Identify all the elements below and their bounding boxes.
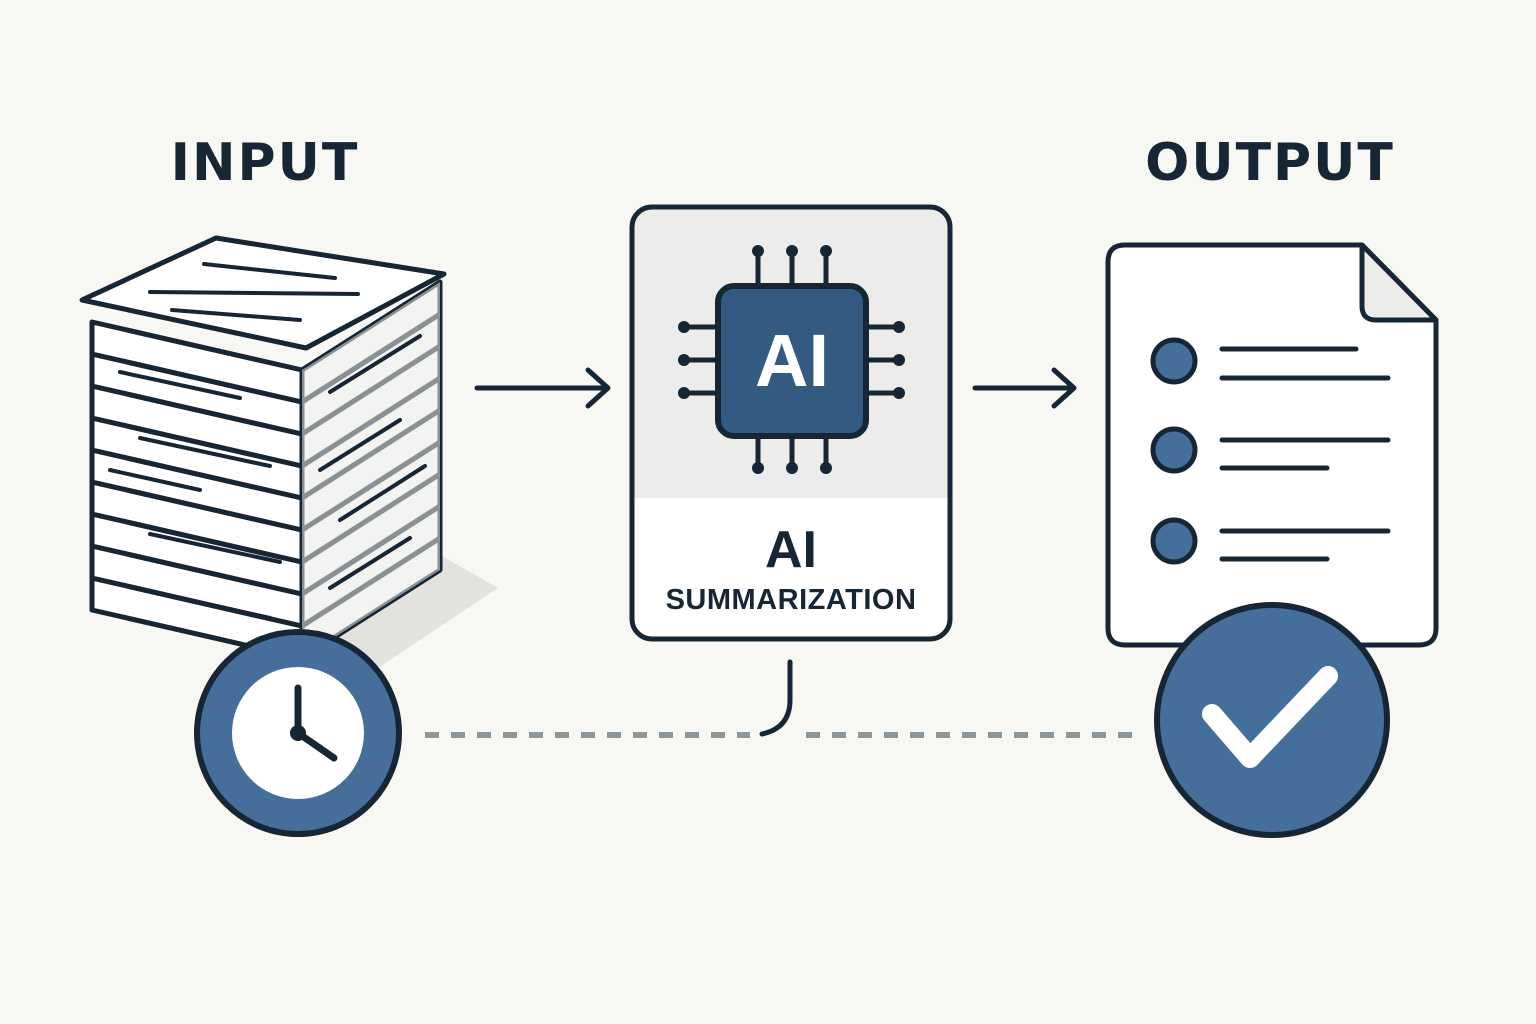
- top-sheet-text-lines: [148, 262, 360, 322]
- ai-chip-icon: [678, 245, 905, 474]
- arrow-right-icon: [474, 367, 611, 409]
- bullet-points: [1150, 337, 1198, 565]
- ai-card-title: AI: [765, 521, 817, 579]
- bullet-list-document-icon: [1105, 242, 1439, 648]
- clock-icon: [194, 629, 402, 837]
- input-heading: INPUT: [170, 133, 360, 193]
- arrow-right-icon: [972, 367, 1077, 409]
- summary-text-lines: [1219, 346, 1391, 562]
- checkmark-icon: [1154, 602, 1390, 838]
- chip-label: AI: [755, 319, 829, 402]
- document-stack-icon: [79, 235, 498, 672]
- timeline-connector: [425, 659, 1135, 738]
- output-heading: OUTPUT: [1145, 133, 1395, 193]
- ai-card-subtitle: SUMMARIZATION: [665, 584, 917, 616]
- page-text-lines: [108, 334, 427, 620]
